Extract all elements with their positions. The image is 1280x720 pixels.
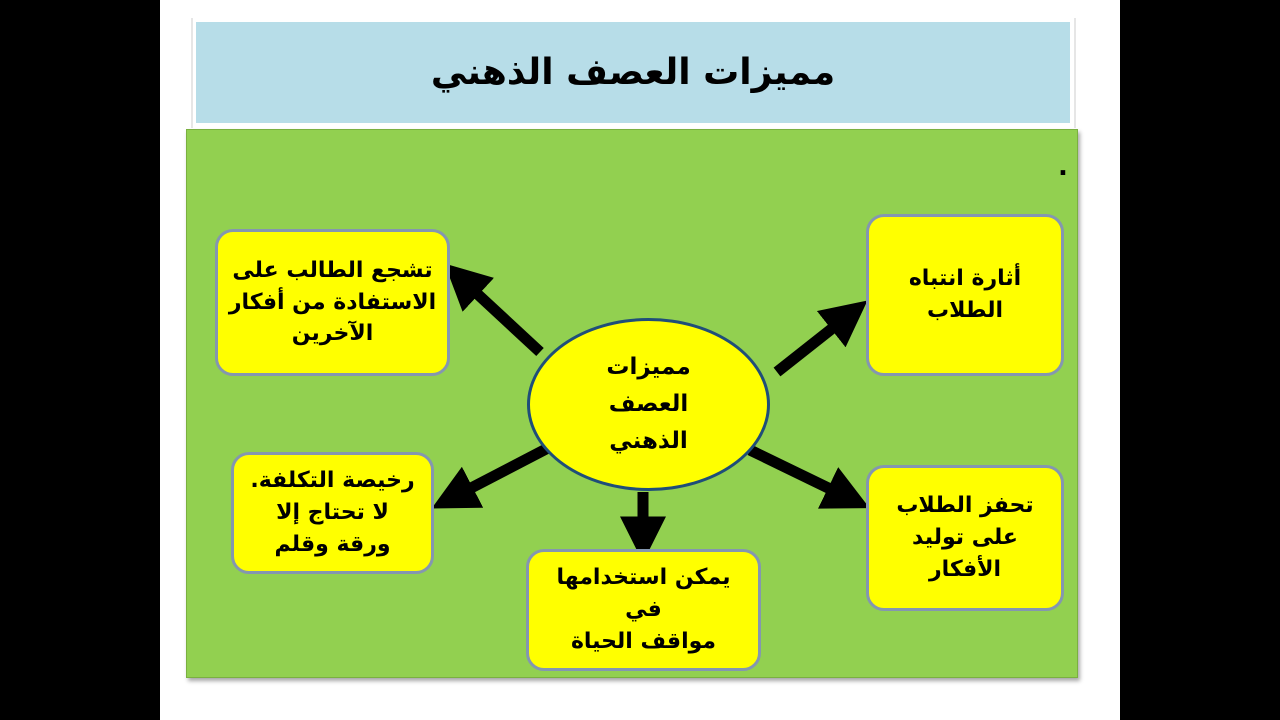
arrow-to-bottom-right xyxy=(747,445,870,509)
node-bottom-center-label: يمكن استخدامها في مواقف الحياة xyxy=(556,565,731,654)
node-bottom-center: يمكن استخدامها في مواقف الحياة xyxy=(526,549,761,671)
bullet-dot: . xyxy=(1058,152,1068,182)
node-mid-left-label: رخيصة التكلفة. لا تحتاج إلا ورقة وقلم xyxy=(250,468,415,557)
node-mid-left: رخيصة التكلفة. لا تحتاج إلا ورقة وقلم xyxy=(231,452,434,574)
node-top-left: تشجع الطالب على الاستفادة من أفكار الآخر… xyxy=(215,229,450,376)
node-top-left-label: تشجع الطالب على الاستفادة من أفكار الآخر… xyxy=(228,257,437,347)
node-top-right: أثارة انتباه الطلاب xyxy=(866,214,1064,376)
slide-title: مميزات العصف الذهني xyxy=(430,52,836,93)
center-node: مميزات العصف الذهني xyxy=(527,318,770,491)
title-bar: مميزات العصف الذهني xyxy=(196,22,1070,123)
header-frame xyxy=(191,18,1076,128)
node-bottom-right: تحفز الطلاب على توليد الأفكار xyxy=(866,465,1064,611)
arrow-to-top-left xyxy=(444,263,544,357)
node-top-right-label: أثارة انتباه الطلاب xyxy=(908,266,1022,323)
arrow-to-mid-left xyxy=(431,443,551,509)
node-bottom-right-label: تحفز الطلاب على توليد الأفكار xyxy=(896,493,1034,582)
center-node-label: مميزات العصف الذهني xyxy=(606,354,691,454)
arrow-to-top-right xyxy=(773,300,868,377)
